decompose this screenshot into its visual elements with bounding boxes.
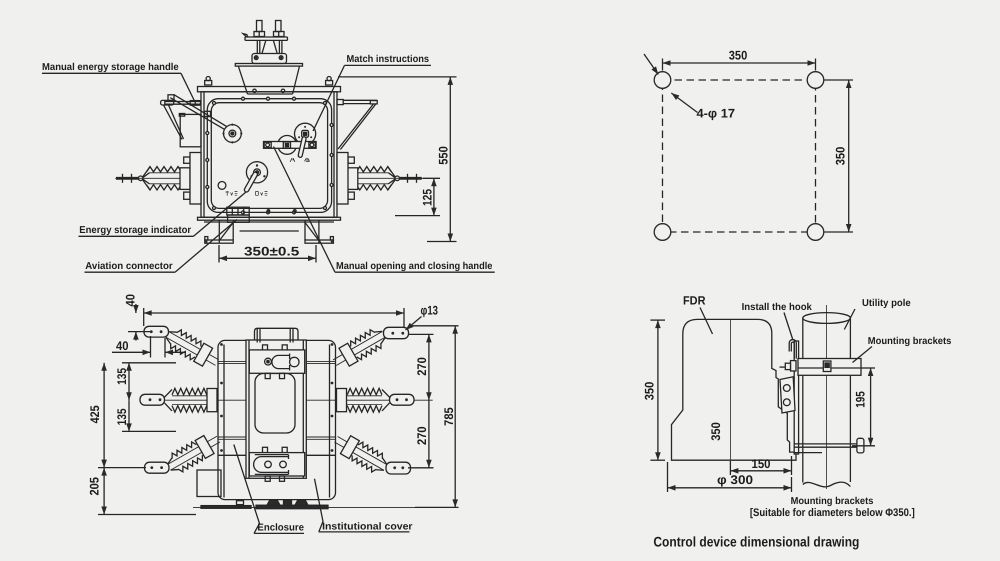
svg-text:Manual energy storage handle: Manual energy storage handle: [42, 62, 179, 73]
svg-text:φ 300: φ 300: [717, 473, 753, 487]
svg-text:40: 40: [116, 339, 129, 353]
svg-text:FDR: FDR: [683, 294, 706, 308]
svg-text:550: 550: [437, 146, 451, 165]
svg-text:Match instructions: Match instructions: [347, 54, 430, 65]
svg-text:205: 205: [88, 477, 102, 496]
svg-text:785: 785: [442, 407, 456, 426]
svg-text:Aviation connector: Aviation connector: [85, 261, 172, 272]
svg-text:Mounting brackets: Mounting brackets: [868, 336, 952, 347]
svg-text:φ13: φ13: [421, 304, 439, 318]
svg-text:350: 350: [709, 422, 723, 441]
svg-text:40: 40: [123, 294, 137, 307]
svg-text:Mounting brackets: Mounting brackets: [791, 496, 874, 507]
svg-text:350: 350: [729, 49, 748, 63]
svg-text:350: 350: [642, 382, 656, 401]
svg-text:Institutional cover: Institutional cover: [322, 522, 413, 533]
svg-text:Control device dimensional dra: Control device dimensional drawing: [653, 534, 859, 550]
svg-text:350: 350: [833, 147, 847, 166]
svg-text:Energy storage indicator: Energy storage indicator: [79, 225, 191, 236]
svg-text:150: 150: [752, 457, 771, 471]
svg-text:Enclosure: Enclosure: [257, 523, 304, 534]
svg-text:195: 195: [853, 391, 867, 408]
svg-text:425: 425: [88, 405, 102, 423]
svg-text:270: 270: [415, 357, 429, 376]
svg-text:[Suitable for diameters below: [Suitable for diameters below Φ350.]: [750, 507, 915, 519]
svg-text:4-φ 17: 4-φ 17: [697, 107, 736, 121]
svg-text:350±0.5: 350±0.5: [244, 244, 299, 258]
svg-text:Utility pole: Utility pole: [862, 298, 911, 309]
svg-text:135: 135: [115, 368, 129, 385]
svg-text:125: 125: [421, 189, 435, 206]
svg-text:Install the hook: Install the hook: [742, 302, 813, 313]
svg-text:135: 135: [115, 408, 129, 425]
svg-text:270: 270: [415, 426, 429, 445]
svg-text:Manual opening and closing han: Manual opening and closing handle: [336, 261, 493, 272]
